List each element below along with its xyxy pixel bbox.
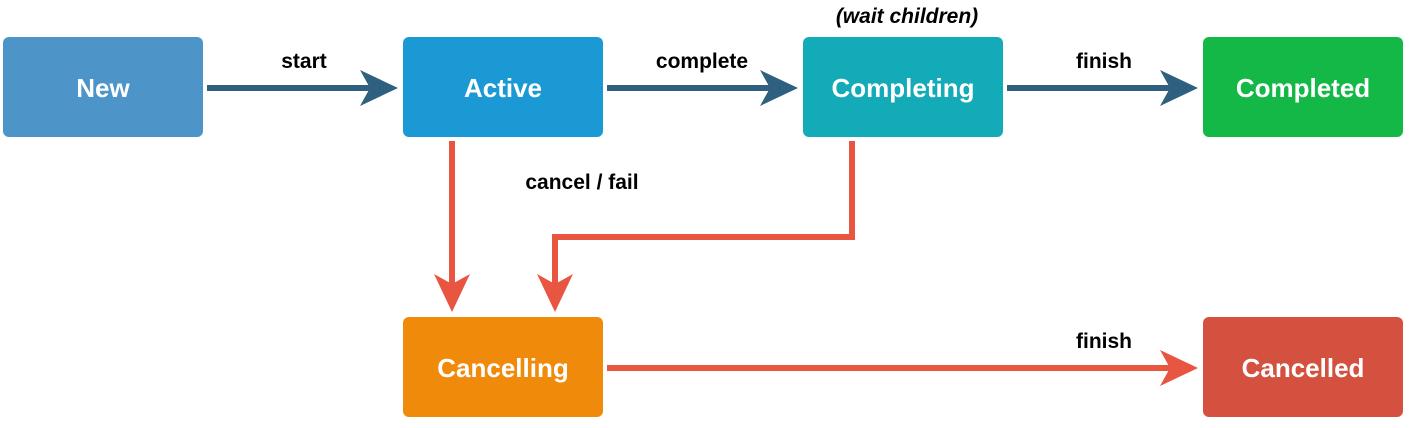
node-completed: Completed [1203,37,1403,137]
node-active: Active [403,37,603,137]
node-active-label: Active [464,73,542,103]
note-wait-children: (wait children) [836,5,978,28]
node-completing: Completing [803,37,1003,137]
node-completed-label: Completed [1236,73,1370,103]
node-completing-label: Completing [832,73,975,103]
edge-start [207,70,398,106]
edge-finish-cancelled-arrowhead [1160,350,1198,386]
edge-label-finish-completed: finish [1076,50,1132,73]
edge-start-arrowhead [360,70,398,106]
edge-label-cancel-fail: cancel / fail [525,171,638,194]
edge-finish-cancelled [607,350,1198,386]
edge-active-cancel-arrowhead [434,274,470,312]
edge-finish-completed [1007,70,1198,106]
edge-completing-cancel [537,141,855,312]
edge-complete [607,70,798,106]
node-active-box [403,37,603,137]
node-cancelled: Cancelled [1203,317,1403,417]
edge-completing-cancel-line [552,141,855,296]
edge-active-cancel [434,141,470,312]
edge-label-complete: complete [656,50,748,73]
edge-label-finish-cancelled: finish [1076,330,1132,353]
node-new-label: New [76,73,130,103]
node-new: New [3,37,203,137]
node-cancelling-label: Cancelling [437,353,568,383]
node-cancelling-box [403,317,603,417]
edge-complete-arrowhead [760,70,798,106]
edge-completing-cancel-arrowhead [537,274,573,312]
node-completed-box [1203,37,1403,137]
edge-label-start: start [281,50,327,73]
edge-finish-completed-arrowhead [1160,70,1198,106]
node-cancelled-box [1203,317,1403,417]
node-completing-box [803,37,1003,137]
node-new-box [3,37,203,137]
node-cancelled-label: Cancelled [1242,353,1365,383]
node-cancelling: Cancelling [403,317,603,417]
